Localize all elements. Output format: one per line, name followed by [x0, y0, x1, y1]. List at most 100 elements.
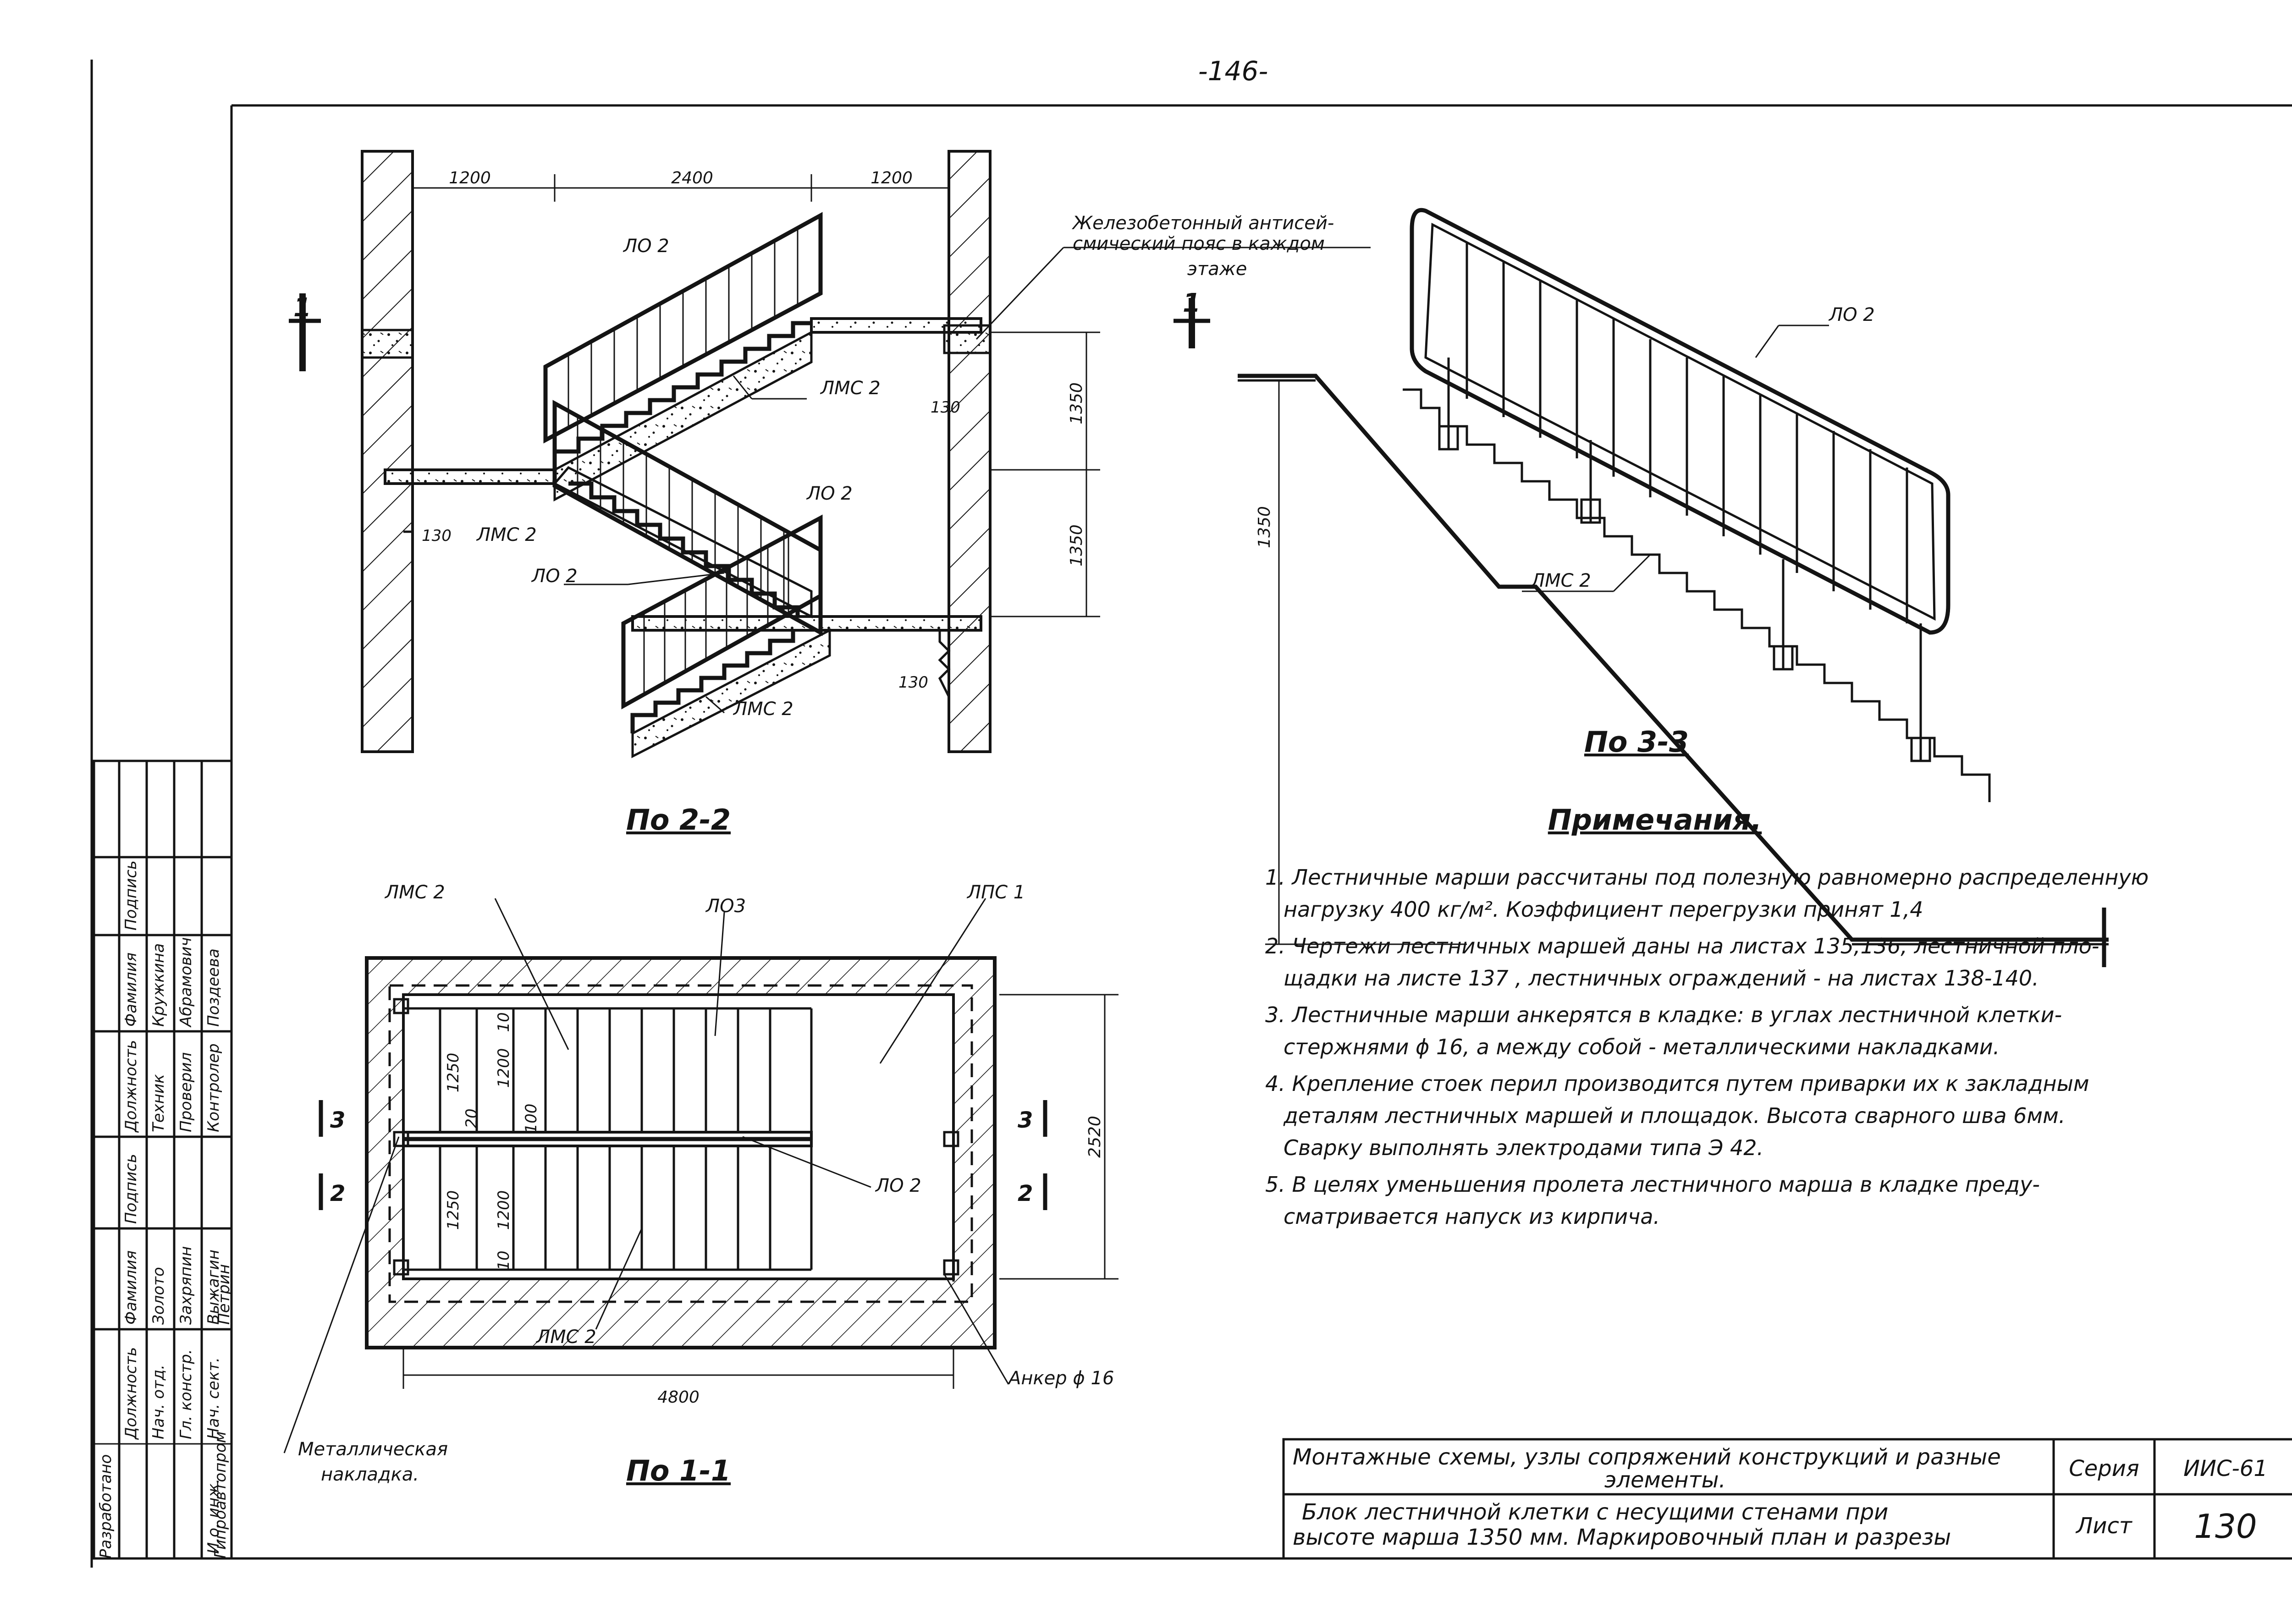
right-wall — [948, 150, 992, 753]
sheet-label: Лист — [2075, 1513, 2133, 1539]
section-2-2-dim-1: 1200 — [449, 169, 491, 187]
note-line-8: деталям лестничных маршей и площадок. Вы… — [1283, 1103, 2065, 1128]
stamp-pos-4: И.о. инж. — [204, 1479, 223, 1554]
stamp-name-4: Петрин — [215, 1264, 233, 1325]
stamp-name2-2: Абрамович — [177, 937, 195, 1028]
upper-flight-slab — [553, 330, 813, 502]
section-2-2-step-2: 130 — [422, 527, 452, 545]
plan-cut-3-left: 3 — [330, 1107, 345, 1133]
plan-dim-10-bottom: 10 — [495, 1250, 513, 1270]
seismic-belt-callout-3: этаже — [1187, 259, 1247, 280]
plan-cut-2-left: 2 — [330, 1181, 345, 1206]
section-3-3-title: По 3-3 — [1584, 725, 1689, 759]
stamp-pos2-2: Проверил — [177, 1052, 195, 1132]
stamp-header-3: Подпись — [122, 1154, 140, 1224]
middle-flight-slab — [553, 466, 813, 619]
plan-dim-1200-bottom: 1200 — [495, 1190, 513, 1230]
section-2-2-dim-v2: 1350 — [1067, 524, 1086, 567]
stamp-org-2: Гипроавтопром — [211, 1431, 230, 1558]
section-2-2-label-lo2-low: ЛО 2 — [531, 566, 578, 587]
plan-label-lo3: ЛО3 — [705, 896, 746, 917]
title-block — [1282, 1438, 2292, 1560]
stamp-pos2-3: Контролер — [204, 1043, 223, 1132]
stamp-name-3: Выжагин — [204, 1250, 223, 1325]
plan-dim-1250-top: 1250 — [444, 1053, 463, 1093]
plan-cut-2-right: 2 — [1018, 1181, 1033, 1206]
landing-top — [810, 317, 982, 334]
cut-mark-section-3-3: 1 — [1183, 288, 1201, 318]
stamp-name2-1: Кружкина — [149, 943, 168, 1027]
plan-dim-4800: 4800 — [657, 1388, 700, 1407]
plan-label-lps1: ЛПС 1 — [966, 882, 1025, 903]
plan-dim-1200-top: 1200 — [495, 1048, 513, 1088]
section-2-2-label-lms2-top: ЛМС 2 — [820, 378, 881, 399]
note-line-6: стержнями ϕ 16, а между собой - металлич… — [1284, 1035, 2000, 1059]
note-line-5: 3. Лестничные марши анкерятся в кладке: … — [1265, 1002, 2062, 1027]
title-row1-line1: Монтажные схемы, узлы сопряжений констру… — [1293, 1444, 2001, 1470]
section-2-2-dim-2: 2400 — [671, 169, 713, 187]
section-2-2-step-1: 130 — [931, 398, 960, 417]
seismic-belt-left — [361, 329, 414, 359]
side-stamp — [93, 760, 233, 1560]
page-number: -146- — [1198, 55, 1268, 87]
note-line-9: Сварку выполнять электродами типа Э 42. — [1284, 1135, 1763, 1160]
stamp-header-4: Должность — [122, 1040, 140, 1133]
stamp-header-1: Должность — [122, 1347, 140, 1440]
plan-label-lms2-bottom: ЛМС 2 — [535, 1327, 596, 1348]
stamp-pos2-1: Техник — [149, 1074, 168, 1132]
sheet-value: 130 — [2194, 1507, 2257, 1546]
section-3-3-drawing — [1174, 208, 2109, 967]
plan-dim-100: 100 — [522, 1104, 540, 1134]
stamp-header-5: Фамилия — [122, 952, 140, 1027]
plan-label-lms2-top: ЛМС 2 — [384, 882, 445, 903]
section-2-2-label-lo2-mid: ЛО 2 — [806, 483, 853, 504]
plan-1-1-drawing — [283, 898, 1118, 1453]
plan-1-1-title: По 1-1 — [626, 1454, 731, 1487]
note-line-10: 5. В целях уменьшения пролета лестничног… — [1265, 1172, 2040, 1197]
title-row2-line1: Блок лестничной клетки с несущими стенам… — [1302, 1499, 1888, 1525]
section-2-2-drawing — [289, 150, 1371, 759]
section-3-3-dim: 1350 — [1255, 506, 1274, 548]
section-3-3-label-lo2: ЛО 2 — [1828, 304, 1875, 325]
section-2-2-dim-3: 1200 — [871, 169, 913, 187]
title-row2-line2: высоте марша 1350 мм. Маркировочный план… — [1293, 1525, 1951, 1550]
plan-dim-1250-bottom: 1250 — [444, 1190, 463, 1230]
section-2-2-label-lo2-top: ЛО 2 — [623, 236, 669, 257]
note-line-1: 1. Лестничные марши рассчитаны под полез… — [1265, 865, 2149, 890]
seismic-belt-callout-1: Железобетонный антисей- — [1071, 213, 1334, 234]
stamp-org-1: Разработано — [97, 1454, 115, 1558]
plan-cut-3-right: 3 — [1018, 1107, 1033, 1133]
title-row1-line2: элементы. — [1604, 1467, 1726, 1493]
section-2-2-label-lms2-low: ЛМС 2 — [733, 699, 793, 720]
stamp-name2-3: Поздеева — [204, 948, 223, 1027]
plate-label-2: накладка. — [321, 1464, 419, 1485]
stamp-pos-1: Нач. отд. — [149, 1365, 168, 1439]
seismic-belt-callout-2: смический пояс в каждом — [1073, 233, 1325, 254]
left-wall — [361, 150, 414, 753]
plan-dim-10-top: 10 — [495, 1012, 513, 1032]
section-3-3-label-lms2: ЛМС 2 — [1530, 570, 1591, 591]
plan-dim-20: 20 — [463, 1108, 481, 1128]
series-value: ИИС-61 — [2183, 1456, 2268, 1481]
stamp-pos-2: Гл. констр. — [177, 1349, 195, 1439]
note-line-3: 2. Чертежи лестничных маршей даны на лис… — [1265, 934, 2099, 958]
stamp-name-2: Захряпин — [177, 1246, 195, 1325]
note-line-11: сматривается напуск из кирпича. — [1284, 1204, 1660, 1229]
plan-label-lo2: ЛО 2 — [875, 1175, 921, 1196]
note-line-7: 4. Крепление стоек перил производится пу… — [1265, 1071, 2089, 1096]
series-label: Серия — [2069, 1456, 2139, 1481]
section-2-2-title: По 2-2 — [626, 803, 731, 837]
lower-flight-slab — [631, 628, 831, 759]
landing-mid — [384, 468, 556, 485]
stamp-pos-3: Нач. сект. — [204, 1357, 223, 1439]
note-line-4: щадки на листе 137 , лестничных огражден… — [1284, 966, 2039, 991]
cut-mark-section-2-2: 1 — [293, 293, 311, 323]
anchor-label: Анкер ϕ 16 — [1007, 1368, 1114, 1389]
section-2-2-dim-v1: 1350 — [1067, 382, 1086, 424]
stamp-header-6: Подпись — [122, 860, 140, 930]
stamp-name-1: Золото — [149, 1267, 168, 1325]
section-2-2-step-3: 130 — [898, 673, 928, 692]
stamp-header-2: Фамилия — [122, 1250, 140, 1325]
section-2-2-label-lms2-mid: ЛМС 2 — [476, 524, 537, 545]
